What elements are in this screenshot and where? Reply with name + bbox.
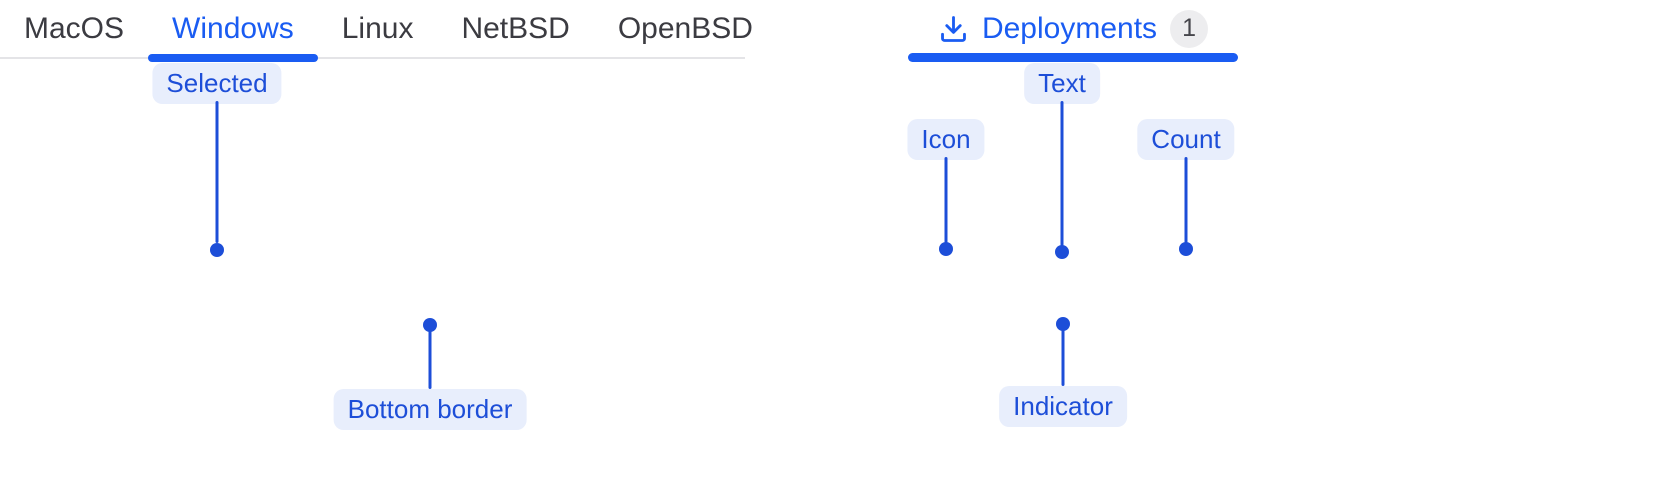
- tab-windows-label: Windows: [172, 11, 294, 45]
- tab-openbsd-label: OpenBSD: [617, 11, 753, 45]
- callout-bottom-border-line: [428, 325, 432, 389]
- tab-windows-selected[interactable]: Windows: [148, 0, 318, 62]
- tab-bar: MacOS Windows Linux NetBSD OpenBSD: [0, 0, 753, 62]
- tab-netbsd-label: NetBSD: [461, 11, 570, 45]
- callout-selected-label: Selected: [152, 63, 282, 104]
- callout-bottom-border-label: Bottom border: [333, 389, 527, 430]
- callout-indicator-line: [1061, 324, 1065, 386]
- tab-linux[interactable]: Linux: [318, 0, 438, 57]
- count-badge: 1: [1170, 9, 1209, 48]
- selected-tab-underline: [148, 54, 318, 62]
- tab-macos-label: MacOS: [24, 11, 125, 45]
- download-icon: [941, 16, 966, 42]
- callout-text-label: Text: [1024, 63, 1100, 104]
- callout-icon-dot: [939, 242, 953, 256]
- callout-selected-dot: [210, 243, 224, 257]
- tab-linux-label: Linux: [341, 11, 414, 45]
- tab-deployments-label: Deployments: [981, 11, 1158, 45]
- count-badge-value: 1: [1182, 14, 1196, 42]
- callout-icon-label: Icon: [907, 119, 985, 160]
- tab-deployments[interactable]: Deployments 1: [908, 0, 1238, 62]
- selected-tab-indicator: [908, 53, 1238, 62]
- callout-selected-line: [215, 101, 219, 243]
- callout-count-line: [1184, 157, 1188, 243]
- callout-count-label: Count: [1137, 119, 1235, 160]
- callout-text-dot: [1055, 245, 1069, 259]
- callout-bottom-border-dot: [423, 318, 437, 332]
- callout-icon-line: [944, 157, 948, 243]
- callout-indicator-dot: [1056, 317, 1070, 331]
- tab-netbsd[interactable]: NetBSD: [437, 0, 593, 57]
- callout-text-line: [1060, 101, 1064, 246]
- callout-count-dot: [1179, 242, 1193, 256]
- tab-openbsd[interactable]: OpenBSD: [594, 0, 777, 57]
- tab-macos[interactable]: MacOS: [0, 0, 148, 57]
- callout-indicator-label: Indicator: [999, 386, 1127, 427]
